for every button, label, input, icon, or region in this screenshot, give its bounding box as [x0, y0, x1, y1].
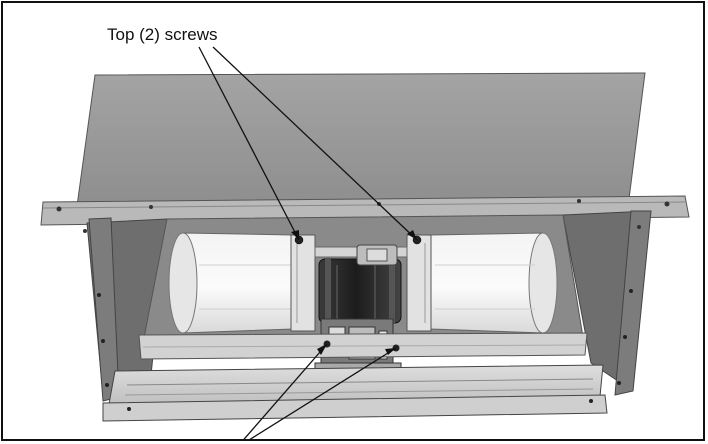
blower-assembly-illustration: [40, 46, 690, 439]
top-callout-leader-lines: [198, 46, 418, 241]
bottom-frame: [102, 364, 608, 422]
left-blower-wheel: [168, 232, 294, 334]
front-rail: [138, 332, 588, 360]
blower-motor: [318, 244, 402, 324]
right-blower-wheel: [430, 232, 558, 334]
bottom-callout-leader-lines: [243, 343, 397, 439]
top-housing-panel: [40, 72, 690, 226]
top-screws-callout-label: Top (2) screws: [107, 25, 218, 44]
